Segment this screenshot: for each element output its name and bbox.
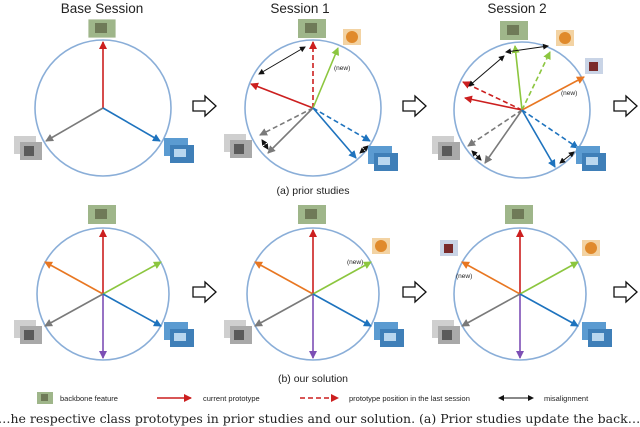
blue-thumbnail (576, 146, 606, 171)
misalignment-blue (559, 151, 575, 164)
gray-thumbnail (14, 320, 42, 344)
prototype-blue (521, 109, 556, 168)
bird-thumbnail (88, 205, 116, 224)
blue-thumbnail (374, 322, 404, 347)
fox-thumbnail (343, 29, 361, 45)
arrow-b3 (613, 280, 638, 304)
bird-thumbnail (505, 205, 533, 224)
last-blue-dashed (521, 109, 579, 149)
bird-thumbnail (298, 19, 326, 38)
prototype-green (312, 47, 339, 109)
header-session-1: Session 1 (270, 1, 329, 16)
prototype-blue (519, 293, 579, 327)
bird-thumbnail (500, 21, 528, 40)
feature-circle (246, 227, 380, 361)
prototype-gray (44, 293, 104, 327)
new-label: (new) (456, 273, 472, 280)
arrow-b2 (402, 280, 427, 304)
prototype-green (312, 261, 372, 295)
panel-prior-session1: (new) (224, 19, 398, 177)
prototype-gray (45, 107, 104, 142)
blue-thumbnail (164, 138, 194, 163)
panel-prior-session2: (new) (432, 21, 606, 179)
misalignment-gray (471, 150, 482, 161)
prototype-gray (267, 107, 314, 154)
feature-circle (36, 227, 170, 361)
legend-backbone-label: backbone feature (60, 394, 118, 403)
panel-ours-session2: (new) (432, 205, 612, 361)
misalignment-gray (261, 139, 269, 150)
feature-circle (34, 39, 172, 177)
panel-ours-session1: (new) (224, 205, 404, 361)
prototype-orange (461, 261, 521, 295)
panel-ours-base (14, 205, 194, 361)
prototype-gray (484, 109, 523, 164)
prototype-red (464, 95, 523, 111)
misalignment-top (505, 43, 549, 55)
prototype-red (250, 82, 314, 109)
arrow-a2 (402, 94, 427, 118)
arrow-b1 (192, 280, 217, 304)
prototype-orange (521, 76, 585, 111)
last-red-dashed (462, 81, 523, 111)
new-label: (new) (334, 65, 350, 72)
bird-thumbnail (298, 205, 326, 224)
last-gray-dashed (259, 107, 314, 136)
bird-thumbnail (87, 18, 117, 39)
prototype-green (102, 261, 162, 295)
legend-backbone-icon (37, 392, 53, 404)
figure-caption-text: …he respective class prototypes in prior… (0, 411, 640, 426)
last-blue-dashed (312, 107, 371, 142)
prototype-green (519, 261, 579, 295)
last-gray-dashed (467, 109, 523, 147)
misalignment-red (468, 55, 505, 87)
legend-misalignment-label: misalignment (544, 394, 589, 403)
prototype-blue (312, 107, 357, 159)
caption-ours: (b) our solution (278, 373, 348, 385)
fox-thumbnail (372, 238, 390, 254)
gray-thumbnail (432, 320, 460, 344)
legend: backbone feature current prototype proto… (37, 392, 589, 404)
arrow-a1 (192, 94, 217, 118)
blue-thumbnail (164, 322, 194, 347)
feature-circle (453, 227, 587, 361)
misalignment-blue (359, 145, 369, 154)
prototype-gray (461, 293, 521, 327)
panel-prior-base (14, 18, 194, 177)
fox-thumbnail (582, 240, 600, 256)
prototype-orange (254, 261, 314, 295)
header-base-session: Base Session (61, 1, 144, 16)
prototype-blue (312, 293, 372, 327)
last-green-dashed (521, 51, 551, 111)
blue-thumbnail (368, 146, 398, 171)
legend-current-label: current prototype (203, 394, 260, 403)
feature-circle (244, 39, 382, 177)
ship-thumbnail (440, 240, 458, 256)
prototype-green (511, 45, 523, 111)
new-label: (new) (561, 90, 577, 97)
prototype-orange (44, 261, 104, 295)
prototype-gray (254, 293, 314, 327)
header-session-2: Session 2 (487, 1, 546, 16)
prototype-blue (102, 107, 161, 142)
gray-thumbnail (14, 136, 42, 160)
ship-thumbnail (585, 58, 603, 74)
new-label: (new) (347, 259, 363, 266)
caption-prior: (a) prior studies (277, 185, 350, 197)
fox-thumbnail (556, 30, 574, 46)
gray-thumbnail (224, 320, 252, 344)
prototype-blue (102, 293, 162, 327)
legend-last-label: prototype position in the last session (349, 394, 470, 403)
feature-circle (453, 41, 591, 179)
misalignment-red (258, 46, 306, 75)
gray-thumbnail (224, 134, 252, 158)
blue-thumbnail (582, 322, 612, 347)
arrow-a3 (613, 94, 638, 118)
gray-thumbnail (432, 136, 460, 160)
